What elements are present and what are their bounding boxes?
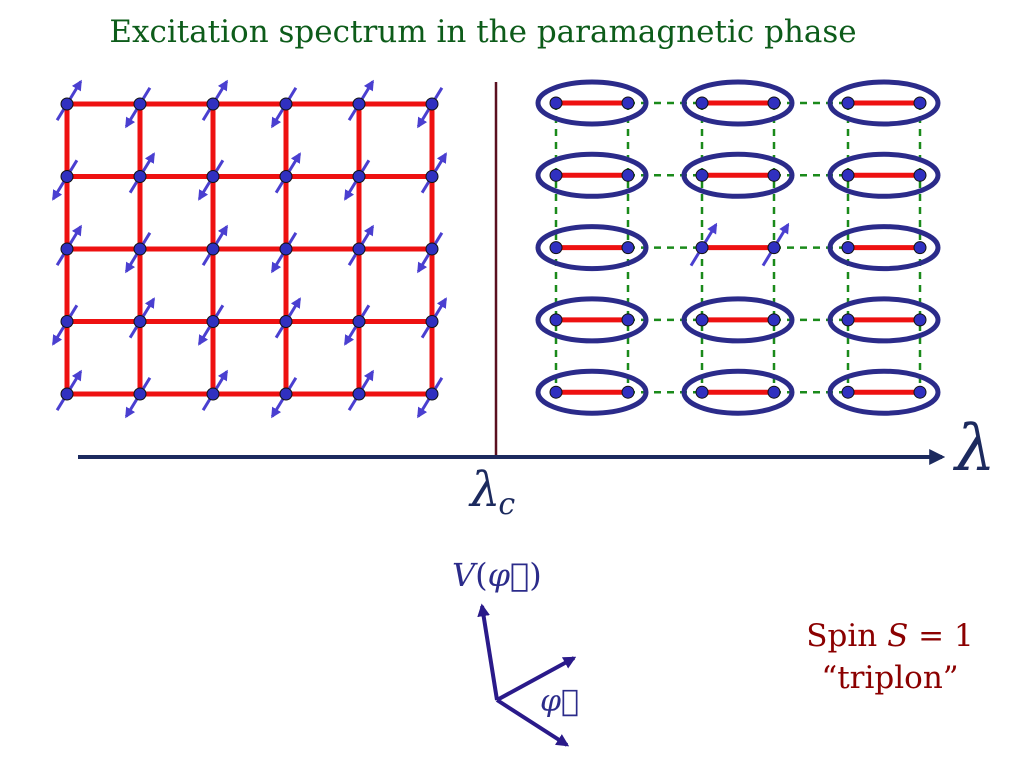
field-vector-arrow-2 bbox=[495, 698, 570, 747]
lattice-site bbox=[425, 242, 439, 256]
lattice-site bbox=[767, 385, 781, 399]
lattice-site bbox=[621, 385, 635, 399]
slide-title: Excitation spectrum in the paramagnetic … bbox=[109, 14, 857, 50]
lattice-site bbox=[425, 170, 439, 183]
singlet-ellipse bbox=[827, 224, 941, 272]
lattice-site bbox=[621, 96, 635, 110]
lattice-site bbox=[767, 168, 781, 182]
lattice-site bbox=[60, 242, 74, 256]
singlet-ellipse bbox=[827, 151, 941, 199]
singlet-ellipse bbox=[827, 79, 941, 127]
lattice-site bbox=[549, 96, 563, 110]
lattice-site bbox=[352, 242, 366, 256]
singlet-ellipse bbox=[681, 368, 795, 416]
field-vector-arrow-1 bbox=[496, 656, 577, 702]
lattice-site bbox=[913, 241, 927, 255]
potential-label: V(φ⃗) bbox=[452, 556, 542, 594]
field-vector-label: φ⃗ bbox=[540, 684, 580, 719]
lattice-site bbox=[695, 385, 709, 399]
lattice-site bbox=[133, 242, 147, 256]
lattice-site bbox=[279, 242, 293, 256]
lattice-site bbox=[767, 313, 781, 327]
lattice-site bbox=[549, 241, 563, 255]
singlet-ellipse bbox=[681, 296, 795, 344]
lattice-site bbox=[913, 385, 927, 399]
lattice-site bbox=[695, 168, 709, 182]
lattice-site bbox=[767, 96, 781, 110]
lattice-site bbox=[913, 313, 927, 327]
lattice-site bbox=[206, 170, 220, 183]
lattice-site bbox=[767, 241, 781, 255]
dimer-paramagnet-lattice bbox=[535, 79, 941, 416]
lattice-site bbox=[279, 387, 293, 401]
lattice-site bbox=[913, 168, 927, 182]
lattice-site bbox=[279, 170, 293, 183]
potential-axis-arrow bbox=[477, 603, 499, 701]
lattice-site bbox=[133, 387, 147, 401]
singlet-ellipse bbox=[535, 224, 649, 272]
singlet-ellipse bbox=[535, 296, 649, 344]
lattice-site bbox=[425, 97, 439, 111]
lattice-site bbox=[425, 315, 439, 328]
lattice-site bbox=[352, 387, 366, 401]
lattice-site bbox=[60, 97, 74, 111]
lattice-site bbox=[549, 385, 563, 399]
spin-line: Spin S = 1 bbox=[806, 618, 974, 654]
critical-coupling-label: λc bbox=[470, 462, 516, 522]
lattice-site bbox=[279, 97, 293, 111]
lattice-site bbox=[279, 315, 293, 328]
lattice-site bbox=[695, 241, 709, 255]
lattice-site bbox=[549, 168, 563, 182]
singlet-ellipse bbox=[827, 368, 941, 416]
lattice-site bbox=[133, 97, 147, 111]
lattice-site bbox=[621, 168, 635, 182]
singlet-ellipse bbox=[535, 79, 649, 127]
lattice-site bbox=[695, 96, 709, 110]
lattice-site bbox=[621, 241, 635, 255]
lattice-site bbox=[352, 315, 366, 328]
singlet-ellipse bbox=[827, 296, 941, 344]
lattice-site bbox=[352, 97, 366, 111]
lattice-site bbox=[913, 96, 927, 110]
singlet-ellipse bbox=[681, 151, 795, 199]
triplon-line: “triplon” bbox=[821, 659, 959, 696]
singlet-ellipse bbox=[535, 368, 649, 416]
lattice-site bbox=[60, 387, 74, 401]
order-parameter-vectors bbox=[477, 603, 577, 747]
lattice-site bbox=[60, 315, 74, 328]
singlet-ellipse bbox=[681, 79, 795, 127]
singlet-ellipse bbox=[535, 151, 649, 199]
lattice-site bbox=[206, 315, 220, 328]
triplon-description: Spin S = 1 “triplon” bbox=[790, 616, 990, 700]
lattice-site bbox=[695, 313, 709, 327]
lattice-site bbox=[621, 313, 635, 327]
neel-ordered-lattice bbox=[51, 79, 448, 419]
lattice-site bbox=[841, 385, 855, 399]
lattice-site bbox=[133, 170, 147, 183]
lattice-site bbox=[841, 313, 855, 327]
lattice-site bbox=[549, 313, 563, 327]
lattice-site bbox=[352, 170, 366, 183]
lattice-site bbox=[425, 387, 439, 401]
lattice-site bbox=[206, 387, 220, 401]
lattice-site bbox=[841, 96, 855, 110]
coupling-axis-label: λ bbox=[955, 412, 996, 486]
lattice-site bbox=[206, 242, 220, 256]
lattice-site bbox=[206, 97, 220, 111]
lattice-site bbox=[841, 168, 855, 182]
lattice-site bbox=[60, 170, 74, 183]
lattice-site bbox=[841, 241, 855, 255]
lattice-site bbox=[133, 315, 147, 328]
